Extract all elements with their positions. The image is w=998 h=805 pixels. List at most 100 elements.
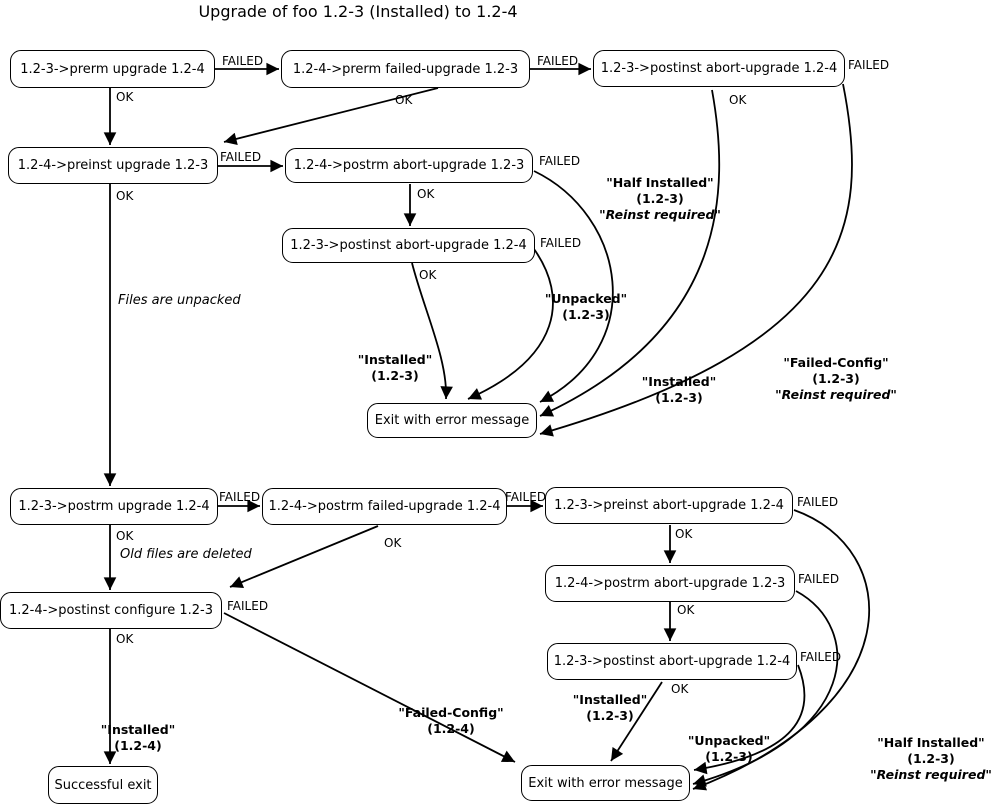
- node-postrm-abort-low: 1.2-4->postrm abort-upgrade 1.2-3: [545, 565, 795, 602]
- node-label: Successful exit: [54, 777, 152, 793]
- node-preinst-abort: 1.2-3->preinst abort-upgrade 1.2-4: [545, 487, 793, 524]
- edge-label-failed-prerm-failed-upgrade: FAILED: [537, 54, 579, 68]
- state-version: (1.2-3): [705, 749, 753, 764]
- state-unpacked-upper: "Unpacked" (1.2-3): [536, 291, 636, 323]
- edge-prerm-failed-upgrade-ok: [223, 87, 439, 146]
- state-version: (1.2-3): [812, 371, 860, 386]
- edge-label-ok-preinst: OK: [116, 189, 134, 203]
- node-postinst-abort-top: 1.2-3->postinst abort-upgrade 1.2-4: [593, 50, 845, 87]
- state-name: "Unpacked": [687, 733, 771, 748]
- node-postinst-abort-mid: 1.2-3->postinst abort-upgrade 1.2-4: [282, 228, 535, 263]
- annotation-files-unpacked: Files are unpacked: [118, 293, 241, 308]
- node-label: Exit with error message: [374, 413, 530, 428]
- node-label: 1.2-3->postinst abort-upgrade 1.2-4: [600, 61, 838, 76]
- edge-label-failed-postrm-abort-low: FAILED: [798, 572, 840, 586]
- node-prerm-upgrade: 1.2-3->prerm upgrade 1.2-4: [10, 50, 215, 88]
- node-postinst-configure: 1.2-4->postinst configure 1.2-3: [0, 592, 222, 629]
- state-version: (1.2-3): [655, 390, 703, 405]
- edge-label-failed-postrm-failed-upgrade: FAILED: [505, 490, 547, 504]
- edge-label-failed-postinst-abort-low: FAILED: [800, 650, 842, 664]
- edge-postinst-configure-failed: [223, 612, 516, 763]
- edge-label-ok-postinst-abort-low: OK: [671, 682, 689, 696]
- edge-label-ok-prerm-failed-upgrade: OK: [395, 93, 413, 107]
- state-name: "Failed-Config": [783, 355, 889, 370]
- edge-label-ok-postrm: OK: [116, 529, 134, 543]
- node-postrm-upgrade: 1.2-3->postrm upgrade 1.2-4: [10, 488, 218, 525]
- node-label: 1.2-3->postinst abort-upgrade 1.2-4: [553, 654, 791, 669]
- node-exit-error-lower: Exit with error message: [521, 765, 690, 801]
- node-label: 1.2-4->prerm failed-upgrade 1.2-3: [292, 61, 519, 77]
- node-label: Exit with error message: [528, 775, 683, 791]
- state-note: "Reinst required": [775, 387, 897, 402]
- diagram-title: Upgrade of foo 1.2-3 (Installed) to 1.2-…: [198, 2, 518, 21]
- edge-label-failed-postrm: FAILED: [219, 490, 261, 504]
- node-postinst-abort-low: 1.2-3->postinst abort-upgrade 1.2-4: [547, 643, 797, 680]
- state-installed-lower-right: "Installed" (1.2-3): [565, 692, 655, 724]
- state-version: (1.2-3): [371, 368, 419, 383]
- state-name: "Installed": [357, 352, 433, 367]
- state-version: (1.2-3): [586, 708, 634, 723]
- edge-label-ok-postinst-configure: OK: [116, 632, 134, 646]
- state-version: (1.2-3): [907, 751, 955, 766]
- state-failed-config-lower: "Failed-Config" (1.2-4): [396, 705, 506, 737]
- state-version: (1.2-3): [636, 191, 684, 206]
- state-name: "Half Installed": [606, 175, 714, 190]
- state-name: "Unpacked": [544, 291, 628, 306]
- edge-label-failed-postinst-abort-top: FAILED: [848, 58, 890, 72]
- edge-label-ok-prerm: OK: [116, 90, 134, 104]
- edge-label-ok-postrm-abort-low: OK: [677, 603, 695, 617]
- node-label: 1.2-4->preinst upgrade 1.2-3: [17, 158, 209, 173]
- node-postrm-failed-upgrade: 1.2-4->postrm failed-upgrade 1.2-4: [262, 488, 507, 525]
- state-failed-config-upper: "Failed-Config" (1.2-3) "Reinst required…: [746, 355, 926, 403]
- edge-postinst-abort-top-failed: [539, 83, 853, 437]
- node-prerm-failed-upgrade: 1.2-4->prerm failed-upgrade 1.2-3: [281, 50, 530, 88]
- state-note: "Reinst required": [870, 767, 992, 782]
- edge-postinst-abort-low-ok: [610, 681, 663, 762]
- node-label: 1.2-3->prerm upgrade 1.2-4: [20, 61, 205, 77]
- state-version: (1.2-3): [562, 307, 610, 322]
- state-unpacked-lower: "Unpacked" (1.2-3): [679, 733, 779, 765]
- state-installed-lower-left: "Installed" (1.2-4): [93, 722, 183, 754]
- edge-label-failed-preinst-abort: FAILED: [797, 495, 839, 509]
- state-half-installed-lower: "Half Installed" (1.2-3) "Reinst require…: [841, 735, 998, 783]
- edge-label-ok-preinst-abort: OK: [675, 527, 693, 541]
- state-half-installed-upper: "Half Installed" (1.2-3) "Reinst require…: [570, 175, 750, 223]
- state-installed-upper-right: "Installed" (1.2-3): [634, 374, 724, 406]
- state-version: (1.2-4): [427, 721, 475, 736]
- edge-postrm-failed-upgrade-ok: [229, 525, 379, 589]
- node-label: 1.2-4->postinst configure 1.2-3: [9, 603, 213, 618]
- node-label: 1.2-3->preinst abort-upgrade 1.2-4: [554, 498, 784, 513]
- node-label: 1.2-4->postrm failed-upgrade 1.2-4: [268, 499, 501, 514]
- node-label: 1.2-3->postinst abort-upgrade 1.2-4: [290, 238, 527, 253]
- edge-label-ok-postrm-abort-mid: OK: [417, 187, 435, 201]
- edge-label-ok-postinst-abort-mid: OK: [419, 268, 437, 282]
- state-note: "Reinst required": [599, 207, 721, 222]
- node-label: 1.2-4->postrm abort-upgrade 1.2-3: [554, 576, 786, 591]
- edge-label-failed-preinst: FAILED: [220, 150, 262, 164]
- state-name: "Installed": [641, 374, 717, 389]
- node-label: 1.2-4->postrm abort-upgrade 1.2-3: [293, 158, 525, 173]
- edge-label-ok-postrm-failed-upgrade: OK: [384, 536, 402, 550]
- edge-label-failed-postinst-abort-mid: FAILED: [540, 236, 582, 250]
- state-name: "Failed-Config": [398, 705, 504, 720]
- node-preinst-upgrade: 1.2-4->preinst upgrade 1.2-3: [8, 147, 218, 184]
- annotation-old-files-deleted: Old files are deleted: [120, 547, 252, 562]
- state-name: "Half Installed": [877, 735, 985, 750]
- state-name: "Installed": [100, 722, 176, 737]
- edge-postinst-abort-top-ok: [539, 89, 721, 417]
- node-label: 1.2-3->postrm upgrade 1.2-4: [18, 499, 210, 514]
- node-successful-exit: Successful exit: [48, 766, 158, 804]
- edge-postinst-abort-low-failed: [693, 664, 806, 775]
- edge-label-ok-postinst-abort-top: OK: [729, 93, 747, 107]
- edge-postrm-abort-mid-failed: [533, 170, 614, 403]
- node-exit-error-upper: Exit with error message: [367, 403, 537, 438]
- edge-postinst-abort-mid-failed: [467, 248, 554, 400]
- state-version: (1.2-4): [114, 738, 162, 753]
- node-postrm-abort-mid: 1.2-4->postrm abort-upgrade 1.2-3: [285, 148, 533, 183]
- edge-label-failed-postrm-abort-mid: FAILED: [539, 154, 581, 168]
- edge-label-failed-prerm: FAILED: [222, 54, 264, 68]
- state-name: "Installed": [572, 692, 648, 707]
- state-installed-upper-left: "Installed" (1.2-3): [350, 352, 440, 384]
